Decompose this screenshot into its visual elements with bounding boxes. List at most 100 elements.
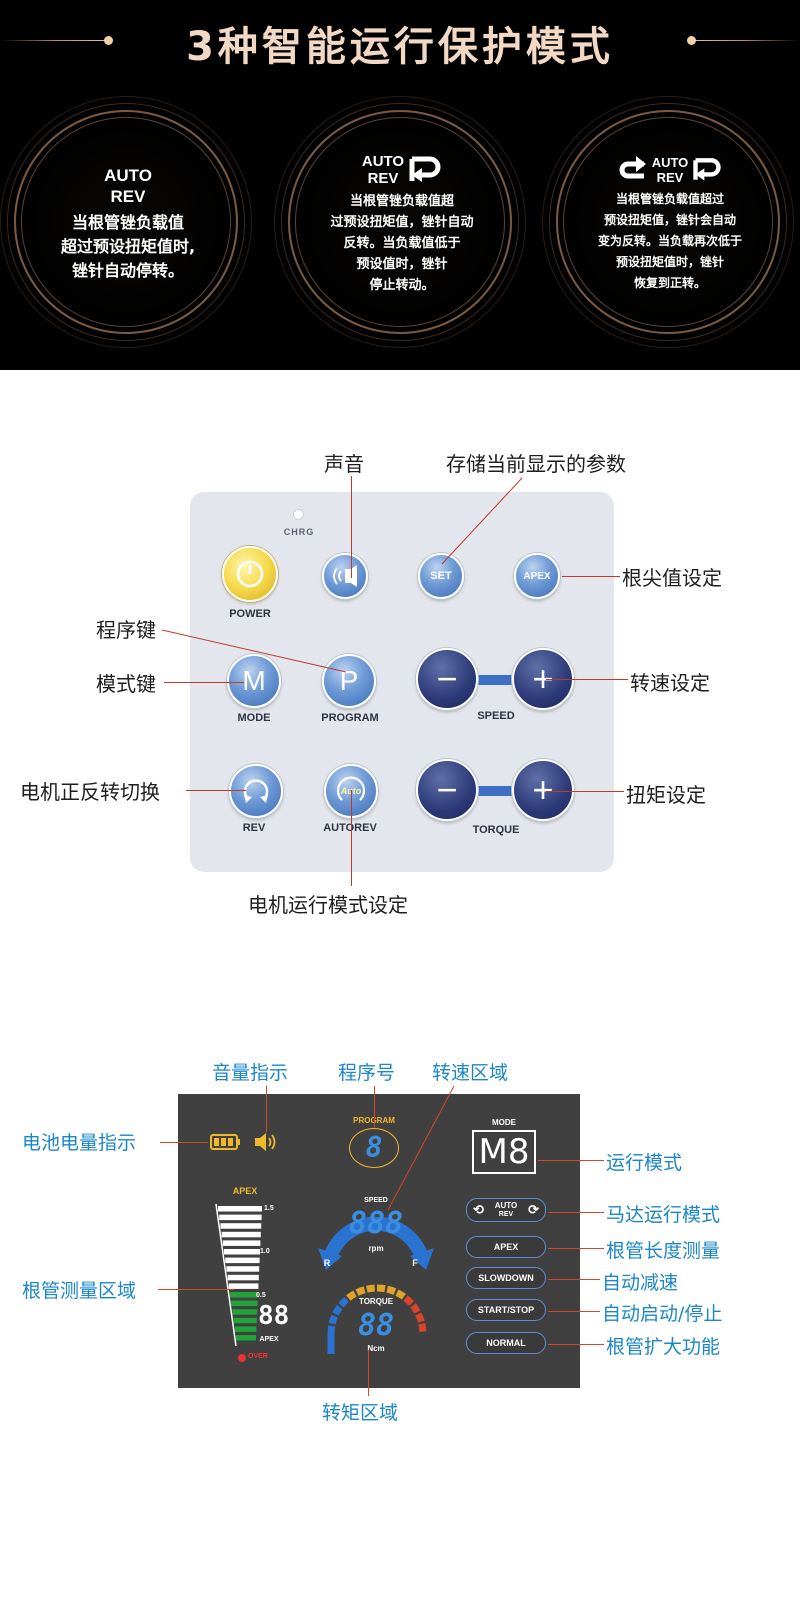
- torque-arc-segment: [395, 1289, 406, 1300]
- speed-label: SPEED: [477, 710, 515, 722]
- rev-label: REV: [242, 822, 266, 834]
- lead-mode: [164, 682, 244, 683]
- lead-motor-mode: [548, 1212, 604, 1213]
- callout-motor-mode: 电机运行模式设定: [248, 893, 408, 917]
- lead-speed-area: [387, 1085, 455, 1211]
- callout-speed-area: 转速区域: [432, 1062, 509, 1084]
- mode-button[interactable]: M: [227, 654, 281, 708]
- speed-bar: [470, 675, 522, 685]
- speaker-icon: [333, 565, 357, 587]
- callout-apex-set: 根尖值设定: [622, 566, 722, 590]
- sound-button[interactable]: [322, 553, 368, 599]
- callout-mode-key: 模式键: [96, 672, 156, 696]
- torque-arc-segment: [403, 1295, 415, 1306]
- apex-gauge-outline: [215, 1203, 237, 1347]
- callout-volume: 音量指示: [212, 1062, 289, 1084]
- lcd-program-digit: 8: [365, 1131, 383, 1164]
- callout-slowdown: 自动减速: [602, 1272, 679, 1294]
- speed-plus-button[interactable]: +: [512, 648, 574, 710]
- lead-speed: [546, 679, 628, 680]
- apex-button[interactable]: APEX: [514, 553, 560, 599]
- callout-program-key: 程序键: [96, 618, 156, 642]
- reverse-rotation-icon: [243, 779, 269, 803]
- lcd-speed-label: SPEED: [364, 1197, 388, 1204]
- mode-1-line-3: 锉针自动停转。: [71, 261, 184, 280]
- torque-arc-segment: [415, 1312, 425, 1323]
- speed-arc: [318, 1216, 434, 1270]
- torque-arc-segment: [376, 1284, 386, 1293]
- mode-2-line-3: 反转。当负载值低于: [343, 235, 461, 251]
- lcd-apex-label: APEX: [232, 1186, 258, 1196]
- callout-store: 存储当前显示的参数: [446, 452, 626, 476]
- lead-slowdown: [548, 1279, 600, 1280]
- rev-button[interactable]: [229, 764, 283, 818]
- torque-plus-button[interactable]: +: [512, 759, 574, 821]
- reverse-arrow-icon: ⟳: [528, 1202, 539, 1217]
- autorev-label: AUTOREV: [323, 822, 377, 834]
- torque-arc-segment: [332, 1305, 343, 1316]
- power-icon: [236, 560, 264, 588]
- callout-apex-measure: 根管长度测量: [606, 1240, 721, 1262]
- torque-minus-button[interactable]: −: [416, 759, 478, 821]
- torque-arc-segment: [327, 1325, 336, 1335]
- lead-normal: [548, 1344, 604, 1345]
- torque-arc-segment: [355, 1286, 366, 1296]
- program-button[interactable]: P: [322, 654, 376, 708]
- torque-arc-segment: [346, 1290, 357, 1301]
- apex-bar-segment: [236, 1335, 256, 1341]
- banner-title: 3种智能运行保护模式: [186, 24, 614, 70]
- lcd-apex-digits: 88: [258, 1301, 290, 1331]
- apex-bar-segment: [219, 1214, 262, 1221]
- power-label: POWER: [229, 608, 271, 620]
- callout-sound: 声音: [324, 452, 364, 476]
- mode-ring-3: AUTO REV 当根管锉负载值超过 预设扭矩值，锉针会自动 变为反转。当负载再…: [556, 110, 780, 334]
- apex-scale-0-5: 0.5: [256, 1292, 266, 1299]
- mode-1-auto: AUTO: [104, 166, 152, 185]
- callout-program-no: 程序号: [338, 1062, 396, 1084]
- lead-battery: [160, 1142, 208, 1143]
- callout-motor-mode-lcd: 马达运行模式: [606, 1204, 721, 1226]
- apex-bar-segment: [218, 1206, 262, 1212]
- apex-bar-segment: [230, 1292, 258, 1298]
- apex-bar-segment: [228, 1283, 259, 1289]
- callout-normal: 根管扩大功能: [606, 1336, 721, 1358]
- mode-1-line-1: 当根管锉负载值: [71, 213, 184, 232]
- torque-arc-segment: [418, 1323, 427, 1332]
- mode-label: MODE: [237, 712, 271, 724]
- lcd-apex-sub: APEX: [259, 1336, 279, 1343]
- lcd-over-label: OVER: [248, 1353, 268, 1360]
- callout-startstop: 自动启动/停止: [602, 1303, 723, 1325]
- torque-label: TORQUE: [472, 824, 520, 836]
- set-button[interactable]: SET: [418, 553, 464, 599]
- apex-bar-segment: [222, 1240, 261, 1246]
- forward-arrow-icon: [619, 155, 646, 178]
- over-indicator-icon: [238, 1354, 246, 1362]
- torque-arc-segment: [328, 1314, 338, 1325]
- mode-ring-2: AUTO REV 当根管锉负载值超 过预设扭矩值，锉针自动 反转。当负载值低于 …: [288, 110, 512, 334]
- apex-bar-segment: [220, 1223, 262, 1229]
- torque-arc: [327, 1284, 427, 1354]
- lead-apex-area: [158, 1289, 234, 1290]
- lcd-rpm: rpm: [368, 1244, 384, 1253]
- apex-bar-segment: [233, 1317, 257, 1324]
- apex-bar-segment: [227, 1274, 259, 1281]
- callout-speed-set: 转速设定: [630, 671, 710, 695]
- lcd-ncm: Ncm: [367, 1344, 385, 1353]
- pill-rev: REV: [498, 1211, 514, 1218]
- apex-bar-segment: [231, 1300, 258, 1307]
- callout-run-mode: 运行模式: [606, 1152, 683, 1174]
- pill-auto: AUTO: [494, 1201, 518, 1210]
- lead-torque: [546, 791, 624, 792]
- lead-program: [161, 629, 347, 673]
- torque-arc-segment: [366, 1284, 375, 1293]
- power-button[interactable]: [222, 546, 278, 602]
- mode-3-line-4: 预设扭矩值时，锉针: [615, 254, 724, 269]
- pill-normal: NORMAL: [466, 1332, 546, 1354]
- pill-startstop: START/STOP: [466, 1299, 546, 1321]
- forward-arrow-icon: ⟲: [473, 1202, 484, 1217]
- speed-minus-button[interactable]: −: [416, 648, 478, 710]
- callout-battery: 电池电量指示: [22, 1132, 137, 1154]
- lead-program-no: [374, 1086, 375, 1128]
- apex-bar-segment: [232, 1309, 258, 1315]
- apex-gauge: [215, 1203, 262, 1347]
